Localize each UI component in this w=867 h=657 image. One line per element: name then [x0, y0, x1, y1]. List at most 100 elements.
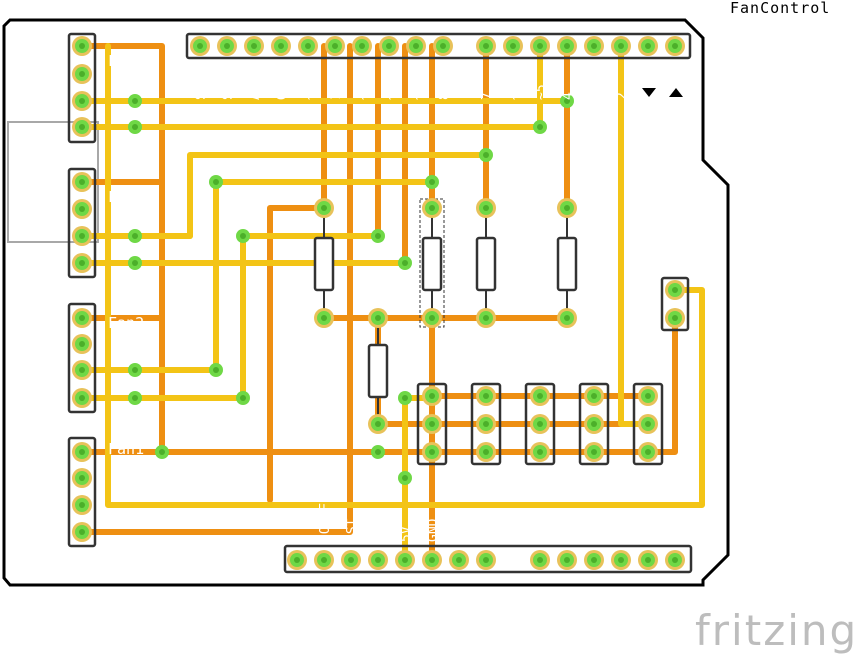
- bottom-header-pin-5-hole: [429, 557, 435, 563]
- via-23-hole: [564, 205, 570, 211]
- via-14-hole: [483, 152, 489, 158]
- top-header-pin-12-hole: [537, 43, 543, 49]
- fan3-pin-2-hole: [79, 206, 85, 212]
- top-header-pin-13-hole: [564, 43, 570, 49]
- mosfet-2: [470, 382, 502, 466]
- bottom-header-pin-2-hole: [348, 557, 354, 563]
- top-header-pin-15-hole: [618, 43, 624, 49]
- bottom-label-2: 3V3: [372, 519, 387, 542]
- via-13-hole: [429, 179, 435, 185]
- via-12-hole: [402, 260, 408, 266]
- top-label-2: AREF: [248, 69, 263, 100]
- mosfet-3-pin-2-hole: [537, 421, 543, 427]
- bottom-label-0: IOREF: [318, 503, 333, 542]
- via-24-hole: [321, 315, 327, 321]
- mosfet-3-pin-3-hole: [537, 449, 543, 455]
- bottom-header-pin-8-hole: [537, 557, 543, 563]
- top-label-1: SDA: [221, 76, 236, 100]
- top-header-pin-1-hole: [224, 43, 230, 49]
- via-15-hole: [537, 124, 543, 130]
- top-header-pin-16-hole: [645, 43, 651, 49]
- bottom-label-12: A5: [669, 526, 684, 542]
- via-18-hole: [402, 395, 408, 401]
- pad-layer: [72, 36, 685, 570]
- bottom-label-6: VIN: [480, 519, 495, 542]
- label-layer: SCLSDAAREFGND~1312~11~10~987~6~54~3210IO…: [108, 52, 684, 542]
- bottom-label-1: RST: [345, 518, 360, 542]
- fan1-connector: [67, 436, 97, 548]
- via-6-hole: [159, 449, 165, 455]
- mosfet-3: [524, 382, 556, 466]
- top-header-pin-11-hole: [510, 43, 516, 49]
- top-label-12: ~5: [534, 84, 549, 100]
- fan2-pin-2-hole: [79, 341, 85, 347]
- resistor-2: [421, 236, 443, 292]
- top-header-pin-0-hole: [197, 43, 203, 49]
- via-27-hole: [483, 315, 489, 321]
- mosfet-1-pin-1-hole: [429, 393, 435, 399]
- bottom-header-pin-9-hole: [564, 557, 570, 563]
- fan3-pin-3-hole: [79, 233, 85, 239]
- via-31-hole: [672, 315, 678, 321]
- fritzing-logo: fritzing: [695, 606, 858, 655]
- top-header-pin-3-hole: [278, 43, 284, 49]
- mosfet-5-pin-1-hole: [645, 393, 651, 399]
- mosfet-4-pin-1-hole: [591, 393, 597, 399]
- bottom-header-pin-3-hole: [375, 557, 381, 563]
- jumper-connector: [660, 276, 690, 332]
- via-7-hole: [213, 179, 219, 185]
- top-label-0: SCL: [194, 76, 209, 100]
- via-28-hole: [564, 315, 570, 321]
- arrow-up-icon: [669, 88, 683, 97]
- via-17-hole: [375, 449, 381, 455]
- bottom-header-pin-12-hole: [645, 557, 651, 563]
- bottom-label-9: A2: [588, 526, 603, 542]
- resistor-4: [556, 236, 578, 292]
- mosfet-4-pin-2-hole: [591, 421, 597, 427]
- via-19-hole: [402, 475, 408, 481]
- fan4-pin-4-hole: [79, 124, 85, 130]
- top-label-15: 2: [615, 92, 630, 100]
- trace-rst-pin12: [79, 43, 353, 535]
- mosfet-5-pin-2-hole: [645, 421, 651, 427]
- resistor-5: [367, 343, 389, 399]
- top-header-pin-2-hole: [251, 43, 257, 49]
- top-label-4: ~13: [302, 77, 317, 100]
- fan2-connector: [67, 302, 97, 414]
- fan2-pin-3-hole: [79, 367, 85, 373]
- mosfet-1-pin-3-hole: [429, 449, 435, 455]
- bottom-label-7: A0: [534, 526, 549, 542]
- top-header-pin-7-hole: [386, 43, 392, 49]
- fan1-pin-3-hole: [79, 502, 85, 508]
- mosfet-5: [632, 382, 664, 466]
- board-title: FanControl: [730, 0, 830, 17]
- via-10-hole: [240, 395, 246, 401]
- via-1-hole: [132, 124, 138, 130]
- bottom-header: [283, 544, 693, 574]
- fan4-pin-3-hole: [79, 98, 85, 104]
- top-label-8: ~9: [410, 84, 425, 100]
- via-0-hole: [132, 98, 138, 104]
- fan-label-4: Fan4: [108, 52, 144, 70]
- resistor-1: [313, 236, 335, 292]
- via-8-hole: [240, 233, 246, 239]
- fan4-pin-2-hole: [79, 71, 85, 77]
- top-header-pin-17-hole: [672, 43, 678, 49]
- via-11-hole: [375, 233, 381, 239]
- top-label-5: 12: [329, 84, 344, 100]
- top-header-pin-8-hole: [413, 43, 419, 49]
- via-4-hole: [132, 367, 138, 373]
- trace-5v-bus: [105, 43, 705, 508]
- top-header-pin-5-hole: [332, 43, 338, 49]
- bottom-header-pin-1-hole: [321, 557, 327, 563]
- mosfet-1-pin-2-hole: [429, 421, 435, 427]
- top-label-14: ~3: [588, 84, 603, 100]
- bottom-label-11: A4: [642, 526, 657, 542]
- bottom-label-5: GND: [453, 518, 468, 542]
- mosfet-1: [416, 382, 448, 466]
- bottom-header-pin-6-hole: [456, 557, 462, 563]
- top-header-pin-9-hole: [440, 43, 446, 49]
- bottom-header-pin-10-hole: [591, 557, 597, 563]
- fan1-pin-2-hole: [79, 475, 85, 481]
